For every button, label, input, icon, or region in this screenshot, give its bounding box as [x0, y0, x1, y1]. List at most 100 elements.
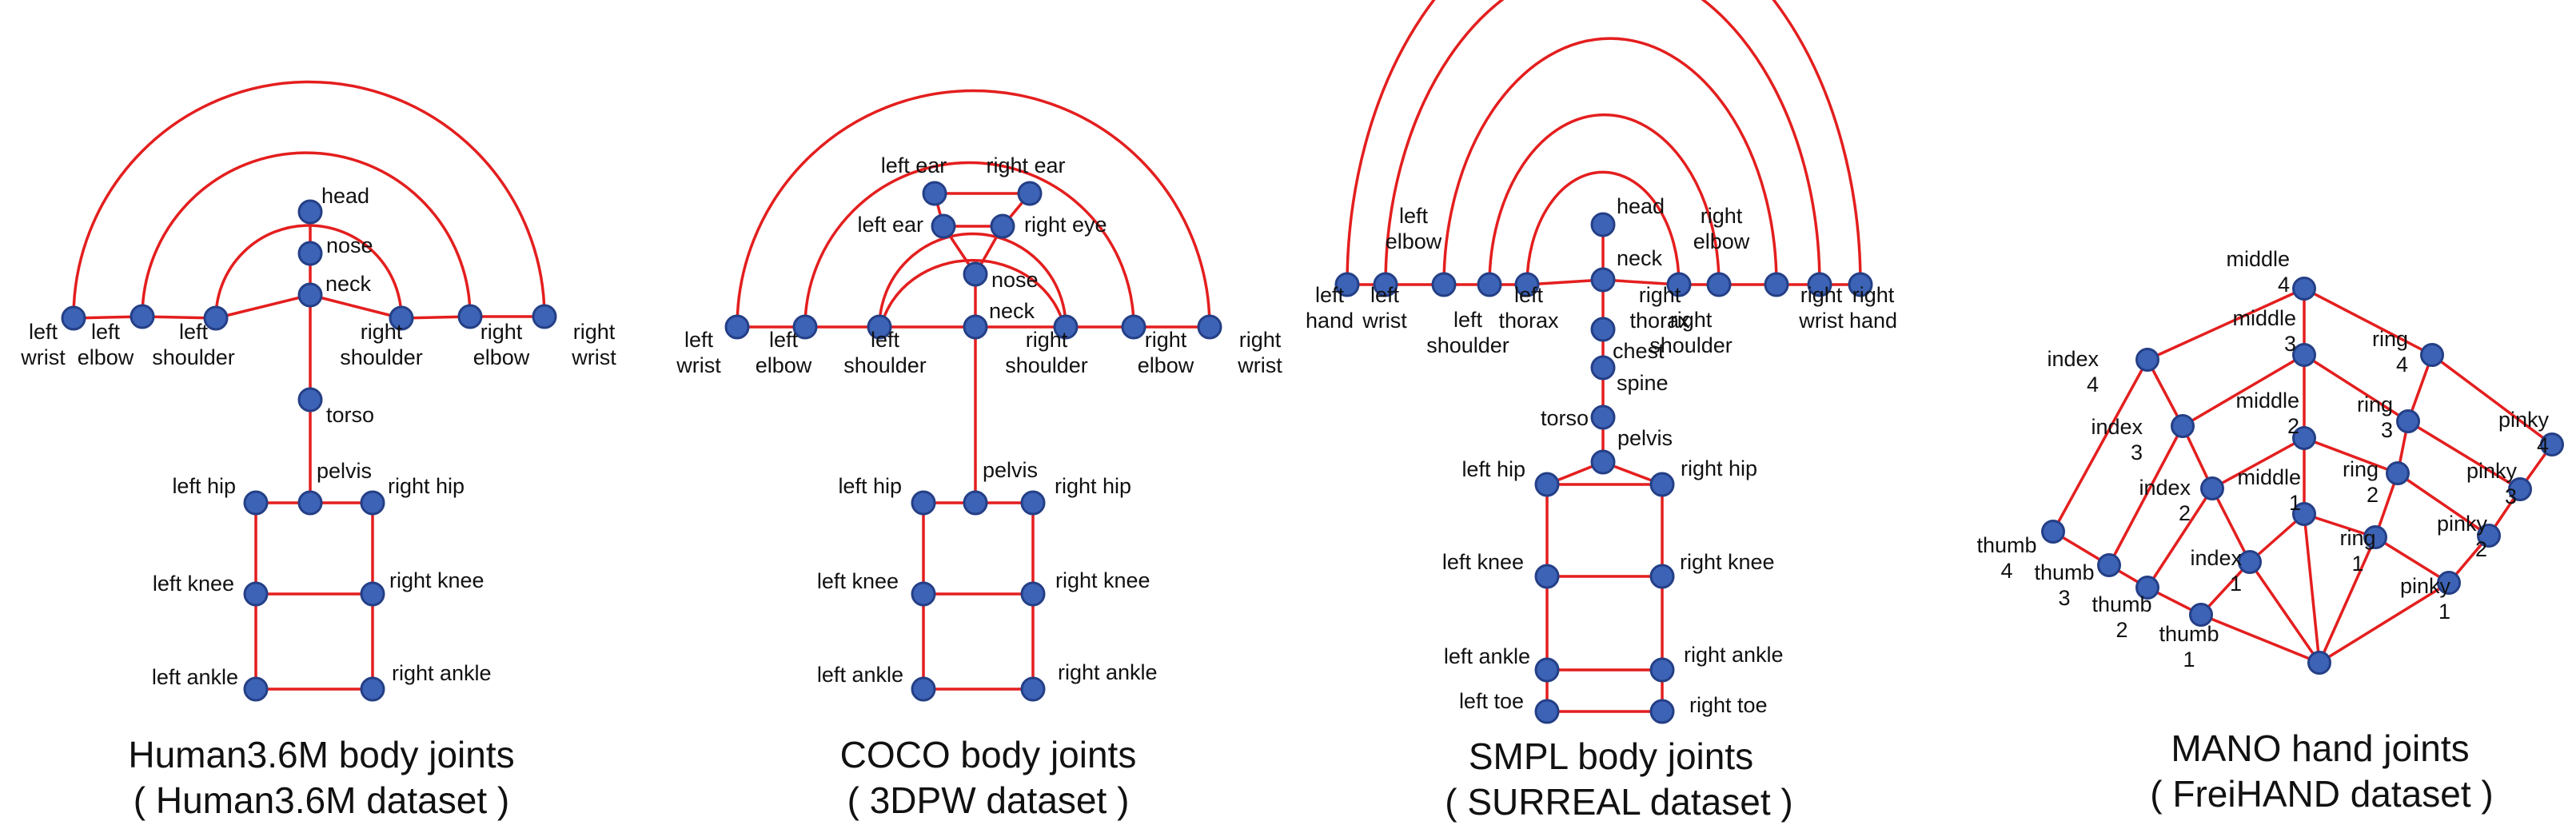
- label-rw-line-2: wrist: [1237, 353, 1282, 377]
- joint-lank: [911, 676, 936, 702]
- label-lshoulder-line-1: left: [1453, 308, 1483, 332]
- label-lwrist-line-2: wrist: [1362, 309, 1407, 333]
- joint-re: [457, 304, 483, 329]
- label-torso-line-1: torso: [326, 403, 374, 427]
- label-lknee-line-1: left knee: [817, 569, 899, 593]
- joint-spine: [1590, 355, 1616, 381]
- label-rank: right ankle: [1058, 660, 1158, 684]
- label-lelbow-line-1: left: [1399, 204, 1429, 228]
- joint-neck: [297, 282, 323, 308]
- joint-middle1: [2292, 502, 2316, 526]
- label-rhand-line-1: right: [1852, 283, 1895, 307]
- joint-lhip: [911, 490, 936, 516]
- joint-lknee: [911, 581, 936, 607]
- label-pinky4-line-2: 4: [2537, 433, 2549, 457]
- label-lhip: left hip: [838, 474, 902, 498]
- joint-thumb4: [2041, 520, 2065, 544]
- label-lhip-line-1: left hip: [172, 474, 236, 498]
- label-lhand-line-1: left: [1315, 283, 1345, 307]
- edge-neck-rs: [309, 293, 402, 320]
- joint-wrist: [2307, 651, 2331, 675]
- label-rear-line-1: right ear: [986, 153, 1065, 177]
- joint-torso: [297, 387, 323, 413]
- joint-index2: [2200, 476, 2224, 500]
- label-lknee: left knee: [153, 572, 234, 596]
- coco-caption-line-2: ( 3DPW dataset ): [847, 779, 1130, 821]
- joint-pinky1: [2437, 571, 2461, 595]
- label-rknee: right knee: [389, 568, 484, 592]
- label-lw-line-1: left: [684, 328, 714, 352]
- label-neck: neck: [989, 299, 1035, 323]
- joint-lelbow: [1431, 272, 1457, 297]
- joint-lshoulder: [1477, 272, 1502, 297]
- arc-lwrist-rwrist: [1384, 0, 1821, 285]
- joint-lknee: [1534, 564, 1560, 589]
- edge-wrist-pinky1: [2319, 581, 2450, 664]
- label-index3-line-2: 3: [2131, 440, 2143, 464]
- joint-rknee: [1020, 581, 1046, 607]
- edge-index1-index2: [2211, 488, 2251, 563]
- arc-le-re: [141, 151, 472, 317]
- edge-index3-index4: [2146, 359, 2184, 427]
- label-rwrist-line-2: wrist: [1798, 309, 1844, 333]
- label-lank-line-1: left ankle: [817, 663, 903, 687]
- label-ring2-line-2: 2: [2367, 483, 2379, 507]
- joint-rear: [1017, 181, 1043, 206]
- label-pelvis: pelvis: [317, 459, 372, 483]
- label-rw-line-1: right: [573, 320, 616, 344]
- label-ring3-line-1: ring: [2357, 393, 2393, 416]
- joint-lank: [243, 676, 269, 702]
- joint-rs: [1053, 314, 1079, 340]
- arc-lhand-rhand: [1346, 0, 1862, 285]
- label-lknee: left knee: [1442, 550, 1524, 574]
- label-lthorax-line-1: left: [1514, 283, 1544, 307]
- label-ring1-line-2: 1: [2351, 552, 2363, 576]
- label-thumb2-line-2: 2: [2115, 618, 2127, 642]
- coco-edges: [736, 89, 1211, 691]
- arc-ls-rs: [214, 224, 403, 319]
- coco-caption-line-1: COCO body joints: [840, 734, 1137, 775]
- label-ring1-line-1: ring: [2339, 526, 2375, 550]
- label-rank-line-1: right ankle: [1684, 643, 1784, 667]
- label-lank: left ankle: [1444, 644, 1530, 668]
- label-middle4-line-2: 4: [2278, 273, 2290, 297]
- arc-ls-rs: [878, 232, 1067, 328]
- joint-rhand: [1848, 272, 1873, 297]
- label-rknee-line-1: right knee: [1055, 568, 1150, 592]
- joint-lhand: [1334, 272, 1360, 297]
- label-pelvis: pelvis: [983, 458, 1038, 482]
- label-lw-line-1: left: [29, 320, 58, 344]
- edge-neck-rthorax: [1602, 278, 1680, 286]
- label-rank: right ankle: [392, 661, 492, 685]
- label-index2-line-2: 2: [2179, 501, 2191, 525]
- label-lhip-line-1: left hip: [1461, 457, 1525, 481]
- joint-index1: [2238, 550, 2262, 574]
- label-rw-line-2: wrist: [571, 345, 616, 369]
- label-re-line-2: elbow: [1138, 353, 1194, 377]
- joint-head: [1590, 212, 1616, 237]
- label-ltoe: left toe: [1459, 689, 1524, 713]
- label-middle3-line-2: 3: [2284, 332, 2296, 356]
- label-index4-line-2: 4: [2087, 373, 2099, 397]
- smpl-caption-line-2: ( SURREAL dataset ): [1445, 781, 1792, 823]
- label-rw-line-1: right: [1239, 328, 1282, 352]
- label-rs-line-2: shoulder: [340, 345, 423, 369]
- edge-wrist-middle1: [2303, 513, 2321, 664]
- joint-ring4: [2420, 343, 2444, 367]
- joint-nose: [297, 241, 323, 266]
